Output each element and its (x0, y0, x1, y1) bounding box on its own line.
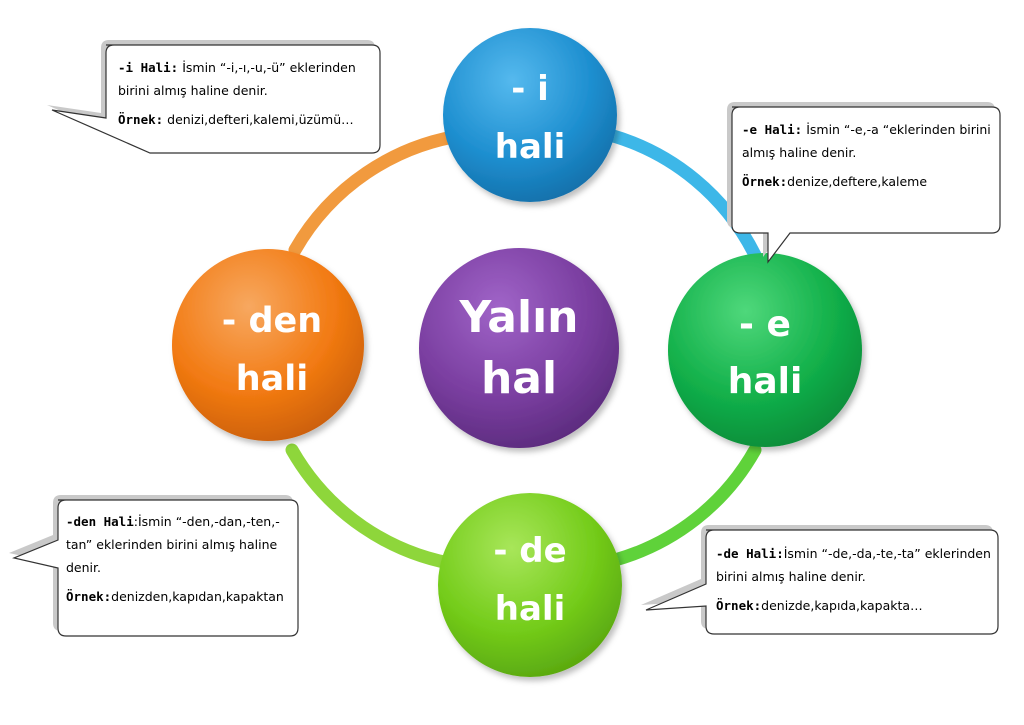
ring-arc-bottom-left (285, 443, 467, 572)
callout-i-bubble (47, 40, 381, 154)
center-line2: hal (481, 353, 557, 404)
connector-ring (285, 128, 762, 572)
node-center-circle[interactable] (419, 248, 619, 448)
node-i-circle[interactable] (443, 28, 617, 202)
callout-den-example-label: Örnek: (66, 589, 112, 604)
node-den-line2: hali (236, 359, 309, 399)
callout-e-example: denize,deftere,kaleme (787, 174, 928, 189)
callout-de-description: İsmin “-de,-da,-te,-ta” eklerinden birin… (716, 546, 991, 584)
callout-de-example-label: Örnek: (716, 598, 762, 613)
callout-den-description: :İsmin “-den,-dan,-ten,-tan” eklerinden … (66, 514, 280, 575)
callout-i-text: -i Hali: İsmin “-i,-ı,-u,-ü” eklerinden … (118, 56, 376, 137)
callout-den-bubble (9, 495, 299, 637)
node-e-line2: hali (728, 361, 803, 402)
callout-de-label: -de Hali: (716, 546, 784, 561)
callout-i-example: denizi,defteri,kalemi,üzümü… (163, 112, 354, 127)
node-e-line1: - e (739, 304, 791, 345)
callout-de-example: denizde,kapıda,kapakta… (761, 598, 923, 613)
ring-arc-top-left (288, 128, 472, 257)
callout-den-text: -den Hali:İsmin “-den,-dan,-ten,-tan” ek… (66, 510, 292, 614)
callout-den-label: -den Hali (66, 514, 134, 529)
callout-e-bubble (727, 102, 1001, 264)
callout-e-text: -e Hali: İsmin “-e,-a “eklerinden birini… (742, 118, 994, 199)
callout-den-example: denizden,kapıdan,kapaktan (111, 589, 284, 604)
ring-arc-bottom-right (608, 443, 762, 567)
node-i-line1: - i (511, 69, 549, 109)
node-i-line2: hali (495, 127, 565, 167)
callout-e-description: İsmin “-e,-a “eklerinden birini almış ha… (742, 122, 991, 160)
node-de-line2: hali (495, 589, 565, 629)
callout-de-bubble (641, 525, 999, 635)
callout-i-description: İsmin “-i,-ı,-u,-ü” eklerinden birini al… (118, 60, 356, 98)
callout-i-label: -i Hali: (118, 60, 179, 75)
center-line1: Yalın (458, 292, 578, 343)
callout-i-example-label: Örnek: (118, 112, 164, 127)
node-de-circle[interactable] (438, 493, 622, 677)
node-e-circle[interactable] (668, 253, 862, 447)
callout-de-text: -de Hali:İsmin “-de,-da,-te,-ta” eklerin… (716, 542, 992, 623)
node-de-line1: - de (493, 531, 566, 571)
callout-e-label: -e Hali: (742, 122, 803, 137)
ring-arc-top-right (603, 128, 762, 262)
callout-e-example-label: Örnek: (742, 174, 788, 189)
node-den-line1: - den (222, 301, 322, 341)
node-den-circle[interactable] (172, 249, 364, 441)
